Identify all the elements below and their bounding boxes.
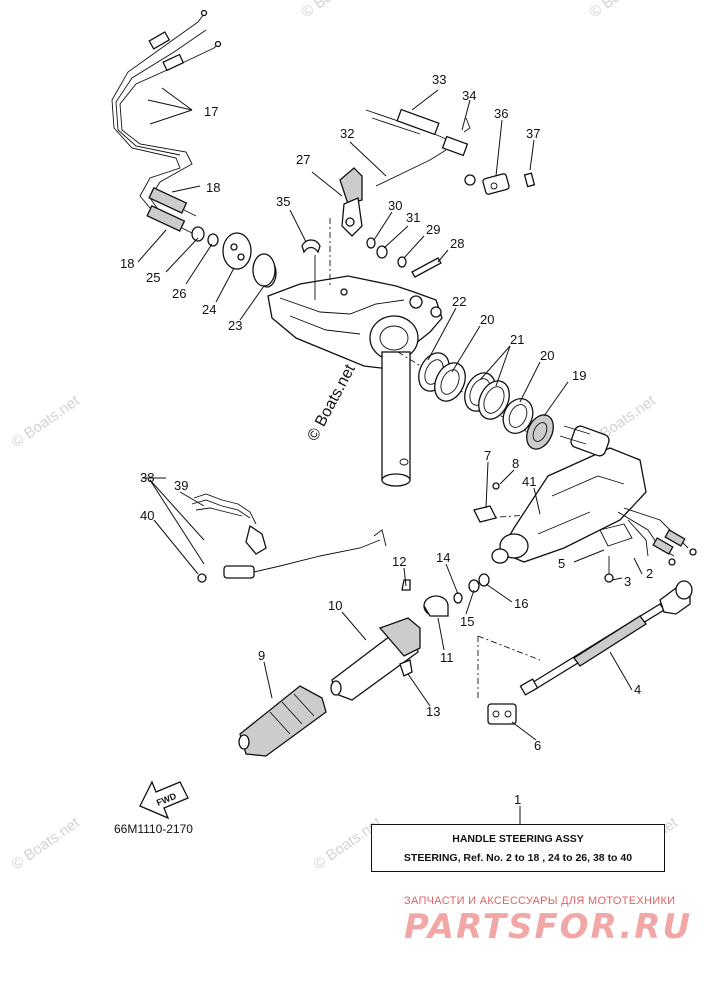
callout-38: 38 <box>140 470 154 485</box>
callout-20b: 20 <box>540 348 554 363</box>
callout-11: 11 <box>440 650 454 665</box>
washer-29 <box>397 256 407 268</box>
watermark-center: © Boats.net <box>305 361 360 443</box>
collar-11 <box>423 595 449 617</box>
callout-35: 35 <box>276 194 290 209</box>
callout-31: 31 <box>406 210 420 225</box>
callout-7: 7 <box>484 448 491 463</box>
callout-20a: 20 <box>480 312 494 327</box>
callout-33: 33 <box>432 72 446 87</box>
callout-39: 39 <box>174 478 188 493</box>
watermark-1: © Boats.net <box>9 392 84 451</box>
callout-24: 24 <box>202 302 216 317</box>
callout-41: 41 <box>522 474 536 489</box>
callout-12: 12 <box>392 554 406 569</box>
fwd-arrow-icon: FWD <box>139 780 189 820</box>
stop-switch-lanyard <box>191 493 387 583</box>
link-rod-assembly <box>365 108 476 187</box>
callout-34: 34 <box>462 88 476 103</box>
throttle-lever <box>339 167 363 237</box>
steering-handle-body <box>473 425 647 583</box>
callout-18b: 18 <box>120 256 134 271</box>
callout-15: 15 <box>460 614 474 629</box>
nut-16 <box>478 573 490 587</box>
throttle-shaft <box>330 617 421 701</box>
callout-3: 3 <box>624 574 631 589</box>
washer-14 <box>453 592 463 604</box>
callout-36: 36 <box>494 106 508 121</box>
callout-14: 14 <box>436 550 450 565</box>
throttle-grip <box>238 685 327 757</box>
steering-shaft <box>519 580 693 696</box>
callout-22: 22 <box>452 294 466 309</box>
info-box-subtitle: STEERING, Ref. No. 2 to 18 , 24 to 26, 3… <box>403 852 633 864</box>
callout-6: 6 <box>534 738 541 753</box>
assembly-info-box: HANDLE STEERING ASSY STEERING, Ref. No. … <box>371 824 665 872</box>
ball-joint <box>482 172 536 195</box>
throttle-cables <box>111 9 222 235</box>
callout-5: 5 <box>558 556 565 571</box>
steering-bracket <box>267 255 443 487</box>
callout-13: 13 <box>426 704 440 719</box>
washer-30 <box>366 237 376 249</box>
bushings <box>418 352 554 450</box>
callout-18a: 18 <box>206 180 220 195</box>
site-logo: PARTSFOR.RU <box>404 907 693 947</box>
callout-17: 17 <box>204 104 218 119</box>
info-box-title: HANDLE STEERING ASSY <box>452 833 584 845</box>
callout-40: 40 <box>140 508 154 523</box>
leader-lines <box>137 87 643 824</box>
callout-numbers: 2 3 4 5 6 7 8 9 10 11 12 13 14 15 16 17 … <box>120 72 653 807</box>
callout-2: 2 <box>646 566 653 581</box>
center-line-4 <box>477 635 541 661</box>
stop-cables <box>617 507 697 566</box>
callout-8: 8 <box>512 456 519 471</box>
callout-4: 4 <box>634 682 641 697</box>
callout-29: 29 <box>426 222 440 237</box>
callout-26: 26 <box>172 286 186 301</box>
bushing-23 <box>252 253 276 287</box>
watermark-3: © Boats.net <box>9 814 84 873</box>
holder-6 <box>487 703 517 725</box>
callout-21: 21 <box>510 332 524 347</box>
callout-37: 37 <box>526 126 540 141</box>
callout-9: 9 <box>258 648 265 663</box>
diagram-reference-code: 66M1110-2170 <box>114 822 193 836</box>
callout-1: 1 <box>514 792 521 807</box>
site-caption: ЗАПЧАСТИ И АКСЕССУАРЫ ДЛЯ МОТОТЕХНИКИ <box>404 895 676 907</box>
callout-19: 19 <box>572 368 586 383</box>
callout-10: 10 <box>328 598 342 613</box>
bolt-28 <box>411 257 442 278</box>
collar-31 <box>376 245 388 259</box>
callout-23: 23 <box>228 318 242 333</box>
callout-28: 28 <box>450 236 464 251</box>
callout-16: 16 <box>514 596 528 611</box>
screw-13 <box>399 659 413 677</box>
watermark-6: © Boats.net <box>299 0 374 21</box>
callout-27: 27 <box>296 152 310 167</box>
callout-25: 25 <box>146 270 160 285</box>
callout-30: 30 <box>388 198 402 213</box>
spring-clip <box>301 239 321 254</box>
callout-32: 32 <box>340 126 354 141</box>
watermark-7: © Boats.net <box>587 0 662 21</box>
washer-15 <box>468 579 480 593</box>
